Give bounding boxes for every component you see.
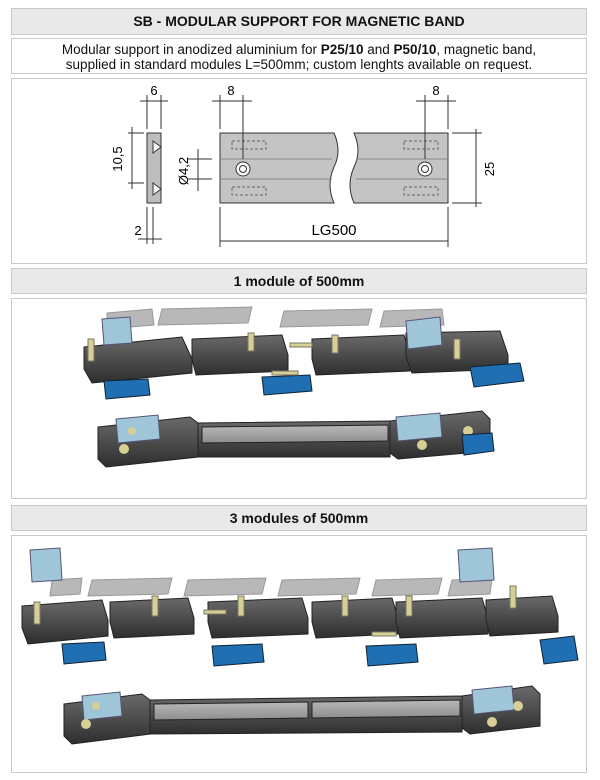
technical-drawing-panel: 6 10,5 2 Ø4,2 8 8 25 LG500 <box>11 78 587 264</box>
section-title-3-modules: 3 modules of 500mm <box>11 505 587 531</box>
dim-lg500: LG500 <box>311 222 356 239</box>
dim-8-right: 8 <box>432 83 439 98</box>
technical-drawing: 6 10,5 2 Ø4,2 8 8 25 LG500 <box>110 83 497 247</box>
description-text: , magnetic band, <box>436 42 537 57</box>
three-modules-illustration <box>11 535 587 773</box>
section-title-1-module: 1 module of 500mm <box>11 268 587 294</box>
profile-left <box>219 132 339 204</box>
dim-6: 6 <box>150 83 157 98</box>
dim-10-5: 10,5 <box>110 146 125 171</box>
one-module-illustration <box>11 298 587 499</box>
product-description: Modular support in anodized aluminium fo… <box>11 38 587 74</box>
description-text: and <box>363 42 394 57</box>
dim-diameter: Ø4,2 <box>176 157 191 185</box>
description-line-2: supplied in standard modules L=500mm; cu… <box>65 57 533 72</box>
side-profile <box>146 132 162 204</box>
model-p25: P25/10 <box>320 42 364 57</box>
dim-25: 25 <box>482 162 497 176</box>
model-p50: P50/10 <box>393 42 437 57</box>
description-text: Modular support in anodized aluminium fo… <box>61 42 321 57</box>
description-line-1: Modular support in anodized aluminium fo… <box>12 42 586 57</box>
page-title: SB - MODULAR SUPPORT FOR MAGNETIC BAND <box>11 8 587 35</box>
dim-2: 2 <box>134 223 141 238</box>
one-module-exploded-view <box>83 306 525 468</box>
profile-right <box>349 132 449 204</box>
dim-8-left: 8 <box>227 83 234 98</box>
three-modules-exploded-view <box>21 547 579 745</box>
